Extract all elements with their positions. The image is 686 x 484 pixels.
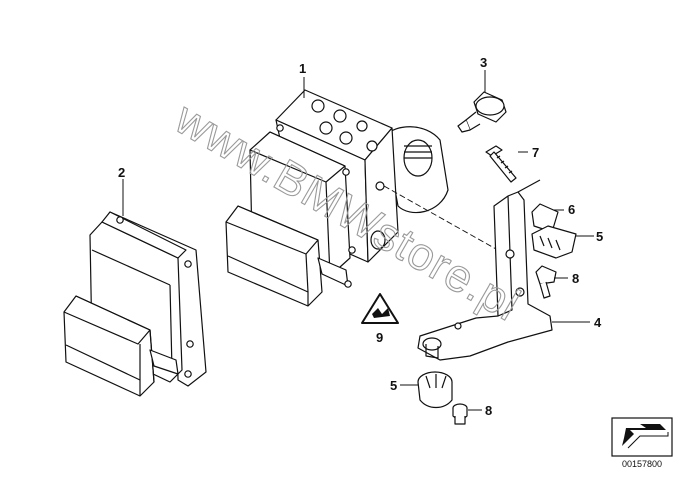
part-5-rubber-mount-upper (531, 225, 577, 259)
reference-number: 00157800 (621, 459, 663, 469)
part-1-hydraulic-unit (225, 89, 449, 307)
callout-1: 1 (299, 61, 306, 76)
part-3-pressure-sensor (457, 91, 507, 133)
callout-9: 9 (376, 330, 383, 345)
part-2-control-unit (63, 211, 207, 397)
callout-8-lower: 8 (485, 403, 492, 418)
leader-lines (122, 70, 594, 411)
callout-8-upper: 8 (572, 271, 579, 286)
part-5-rubber-mount-lower (417, 371, 453, 409)
reference-icon-box (611, 417, 673, 457)
callout-5-lower: 5 (390, 378, 397, 393)
part-6-sleeve (531, 203, 559, 233)
callout-2: 2 (118, 165, 125, 180)
part-7-bolt (485, 145, 517, 183)
part-8-screw-upper (535, 265, 557, 299)
part-8-screw-lower (452, 403, 468, 425)
callout-6: 6 (568, 202, 575, 217)
part-4-bracket (417, 179, 553, 361)
callout-4: 4 (594, 315, 602, 330)
part-9-warning-label (361, 293, 399, 324)
arrow-icon (622, 424, 666, 446)
assembly-line (383, 185, 513, 259)
callout-7: 7 (532, 145, 539, 160)
callout-3: 3 (480, 55, 487, 70)
callout-5-upper: 5 (596, 229, 603, 244)
